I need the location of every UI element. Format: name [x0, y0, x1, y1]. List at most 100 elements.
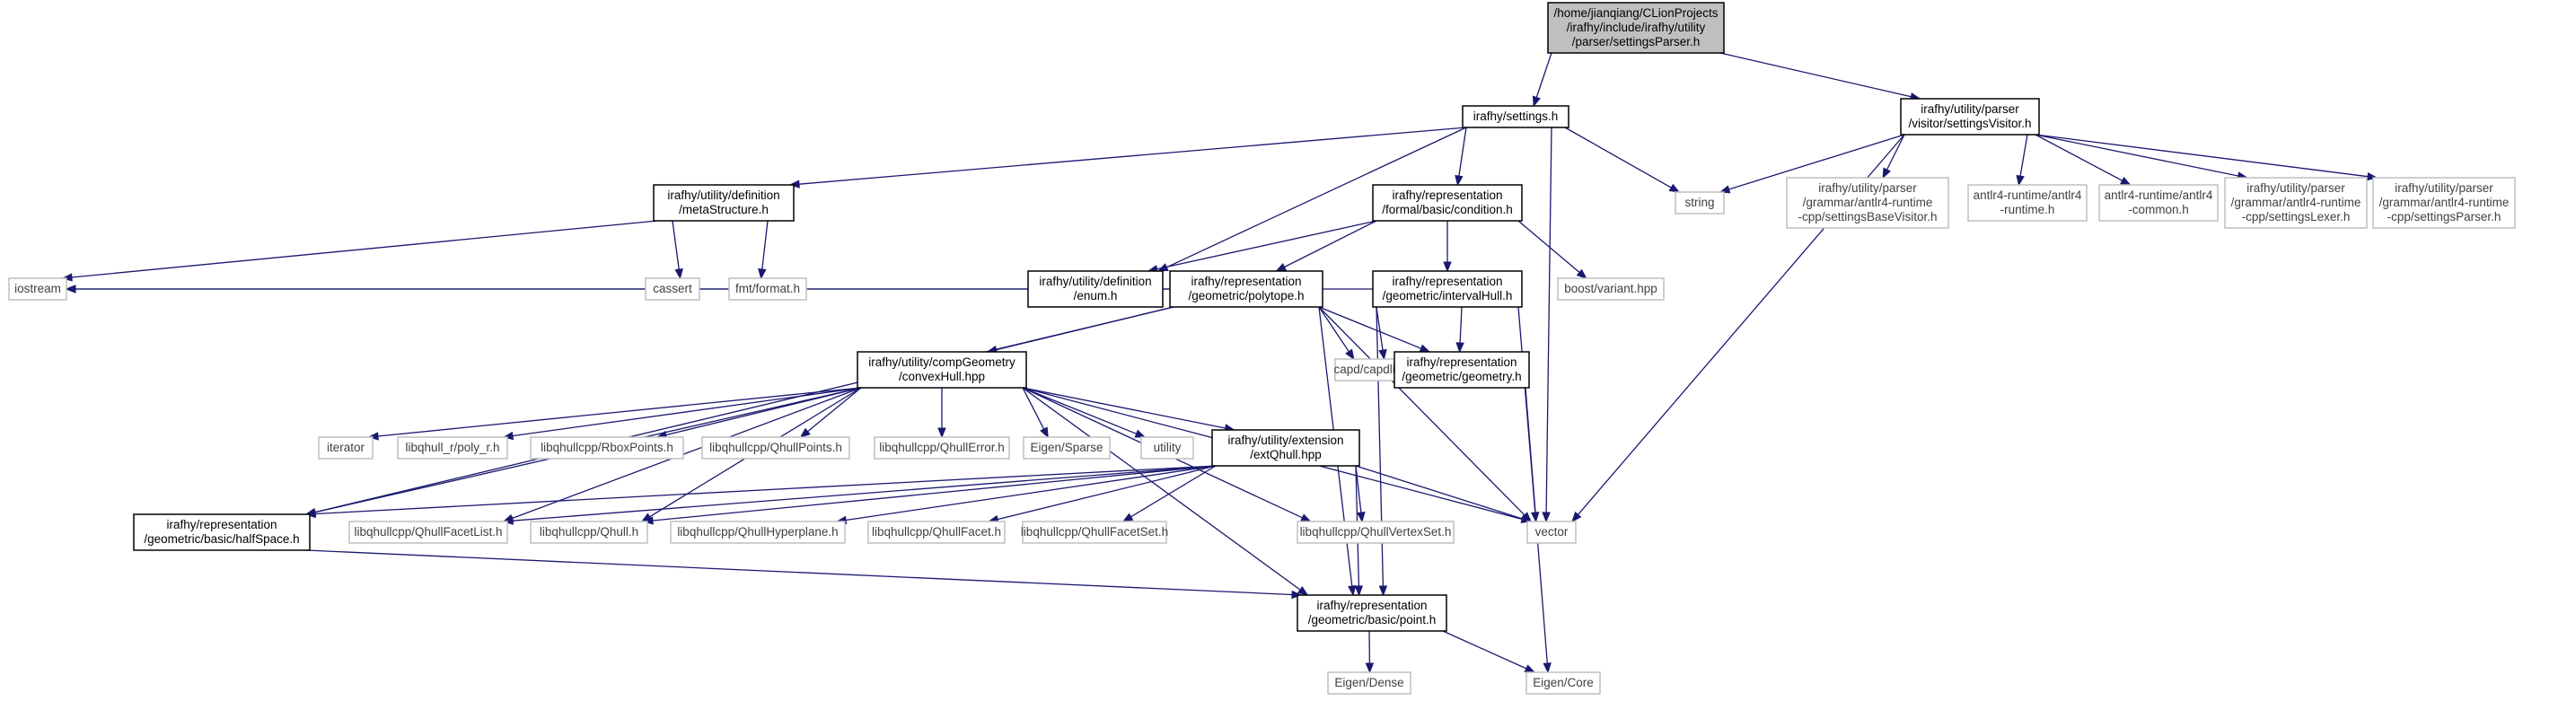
node-box [1169, 270, 1323, 308]
node-halfSpace[interactable]: irafhy/representation/geometric/basic/ha… [133, 513, 311, 551]
edge-condition-to-boostVariant [1517, 220, 1587, 279]
node-settings[interactable]: irafhy/settings.h [1462, 105, 1569, 128]
node-box [1786, 177, 1949, 229]
node-label-line: irafhy/settings.h [1473, 110, 1559, 123]
node-label-line: fmt/format.h [735, 282, 800, 295]
node-box [653, 184, 795, 222]
node-polyr: libqhull_r/poly_r.h [397, 436, 508, 460]
node-geometry[interactable]: irafhy/representation/geometric/geometry… [1394, 351, 1530, 389]
edge-intervalHull-to-capdlib [1376, 306, 1387, 361]
edge-convexHull-to-iterator [367, 387, 862, 441]
node-label-line: libqhull_r/poly_r.h [405, 441, 499, 454]
edge-line [1318, 306, 1350, 353]
node-box [857, 351, 1027, 389]
node-convexHull[interactable]: irafhy/utility/compGeometry/convexHull.h… [857, 351, 1027, 389]
arrowhead-icon [1121, 513, 1134, 522]
node-eigenCore: Eigen/Core [1525, 671, 1601, 695]
edge-line [1130, 465, 1217, 518]
node-box [1140, 436, 1194, 460]
node-polytope[interactable]: irafhy/representation/geometric/polytope… [1169, 270, 1323, 308]
node-metaStructure[interactable]: irafhy/utility/definition/metaStructure.… [653, 184, 795, 222]
node-label-line: irafhy/utility/parser [2246, 181, 2345, 195]
arrowhead-icon [674, 268, 683, 280]
edge-line [672, 220, 680, 270]
arrowhead-icon [367, 432, 379, 441]
arrowhead-icon [937, 427, 946, 439]
node-iterator: iterator [318, 436, 374, 460]
arrowhead-icon [788, 180, 800, 188]
node-label-line: vector [1535, 525, 1569, 539]
edge-line [807, 387, 862, 433]
edge-line [997, 465, 1217, 521]
edge-convexHull-to-qhullError [937, 388, 946, 439]
edge-line [1728, 134, 1905, 190]
node-box [874, 436, 1010, 460]
edge-settings-to-string [1564, 127, 1681, 193]
edge-settings-to-condition [1455, 127, 1467, 187]
edge-settings-to-vector [1542, 127, 1552, 523]
file-nodes: /home/jianqiang/CLionProjects/irafhy/inc… [8, 2, 2516, 695]
node-label-line: /parser/settingsParser.h [1572, 35, 1701, 48]
edge-convexHull-to-eigenSparse [1022, 387, 1049, 439]
edge-line [1545, 127, 1552, 513]
node-enum[interactable]: irafhy/utility/definition/enum.h [1027, 270, 1164, 308]
edge-extQhull-to-qhullFacetList [502, 465, 1217, 525]
arrowhead-icon [1378, 585, 1388, 597]
node-rboxPoints: libqhullcpp/RboxPoints.h [530, 436, 684, 460]
arrowhead-icon [1543, 662, 1552, 674]
edge-line [1719, 52, 1912, 98]
dependency-edges [61, 52, 2378, 674]
node-label-line: /geometric/polytope.h [1188, 289, 1304, 302]
node-extQhull[interactable]: irafhy/utility/extension/extQhull.hpp [1211, 429, 1360, 467]
arrowhead-icon [65, 285, 76, 294]
edge-line [1459, 306, 1463, 344]
edge-line [1022, 387, 1137, 434]
arrowhead-icon [502, 516, 514, 525]
node-label-line: /metaStructure.h [679, 203, 769, 216]
edge-polytope-to-vector [1318, 306, 1532, 522]
edge-line [2035, 134, 2238, 177]
edge-line [314, 306, 1174, 513]
edge-convexHull-to-extQhull [1022, 387, 1235, 433]
edge-line [1022, 387, 1226, 429]
node-settingsParserG: irafhy/utility/parser/grammar/antlr4-run… [2372, 177, 2516, 229]
node-qhullPoints: libqhullcpp/QhullPoints.h [701, 436, 850, 460]
arrowhead-icon [1576, 268, 1587, 279]
arrowhead-icon [1365, 662, 1375, 674]
node-fmtformat: fmt/format.h [728, 277, 807, 301]
node-boostVariant: boost/variant.hpp [1557, 277, 1665, 301]
edge-line [1022, 387, 1301, 591]
node-root[interactable]: /home/jianqiang/CLionProjects/irafhy/inc… [1547, 2, 1725, 54]
node-label-line: libqhullcpp/RboxPoints.h [541, 441, 673, 454]
edge-line [798, 127, 1467, 185]
edge-line [377, 387, 862, 437]
edge-condition-to-enum [1147, 220, 1377, 274]
arrowhead-icon [1668, 183, 1681, 193]
arrowhead-icon [1297, 586, 1309, 596]
node-settingsVisitor[interactable]: irafhy/utility/parser/visitor/settingsVi… [1900, 98, 2040, 136]
node-box [8, 277, 67, 301]
edge-halfSpace-to-point [305, 549, 1303, 600]
edge-line [1564, 127, 1672, 188]
node-intervalHull[interactable]: irafhy/representation/geometric/interval… [1372, 270, 1523, 308]
edge-settings-to-metaStructure [788, 127, 1467, 188]
node-label-line: /geometric/basic/point.h [1308, 613, 1437, 627]
node-point[interactable]: irafhy/representation/geometric/basic/po… [1297, 594, 1447, 632]
node-box [1023, 436, 1111, 460]
node-label-line: /geometric/basic/halfSpace.h [144, 532, 299, 546]
node-label-line: irafhy/representation [166, 518, 277, 531]
node-box [1297, 521, 1455, 544]
node-box [348, 521, 508, 544]
edge-root-to-settings [1532, 52, 1552, 108]
node-condition[interactable]: irafhy/representation/formal/basic/condi… [1372, 184, 1523, 222]
arrowhead-icon [1455, 342, 1464, 354]
edge-line [1318, 306, 1525, 516]
node-box [1675, 191, 1725, 215]
node-label-line: irafhy/utility/definition [1039, 275, 1151, 288]
node-label-line: libqhullcpp/QhullVertexSet.h [1300, 525, 1452, 539]
arrowhead-icon [1134, 429, 1147, 438]
node-label-line: /grammar/antlr4-runtime [1803, 196, 1933, 209]
edge-line [1376, 306, 1384, 351]
node-box [2098, 184, 2219, 222]
